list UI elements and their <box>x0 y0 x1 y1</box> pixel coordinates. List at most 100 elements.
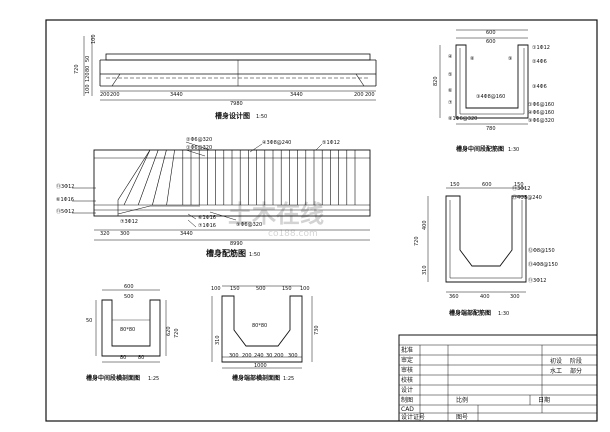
mid-label-8-rebar: ⑧1Φ6@320 <box>448 116 477 122</box>
endx-dim-side-730: 730 <box>314 325 320 335</box>
end-dim-top-150b: 150 <box>514 182 524 188</box>
midx-dim-500: 500 <box>124 294 134 300</box>
endx-dim-top-150b: 150 <box>282 286 292 292</box>
mid-dim-600a: 600 <box>486 30 496 36</box>
tb-stage-b: 阶段 <box>570 358 583 365</box>
mid-label-3: ③4Φ6 <box>532 84 547 90</box>
end-dim-left-720: 720 <box>414 236 420 246</box>
endx-dim-side-310: 310 <box>215 335 221 345</box>
mid-label-3-rebar: ③4Φ8@160 <box>476 94 505 100</box>
rebar-label-7a: ⑦1Φ16 <box>198 223 216 229</box>
tb-row-review: 审核 <box>401 367 414 374</box>
stirrup-line <box>123 149 151 206</box>
tb-part-a: 水工 <box>550 368 563 375</box>
midx-dim-600: 600 <box>124 284 134 290</box>
rebar-label-2: ②Φ6@320 <box>186 137 212 143</box>
endx-dim-b-300a: 300 <box>229 353 239 359</box>
mid-cross-section-title: 槽身中间段横剖面图 <box>86 374 140 382</box>
endx-dim-top-100a: 100 <box>211 286 221 292</box>
mid-dim-600b: 600 <box>486 39 496 45</box>
endx-inner: 80*80 <box>252 323 267 329</box>
mid-dim-780: 780 <box>486 126 496 132</box>
endx-dim-top-150a: 150 <box>230 286 240 292</box>
watermark: 土木在线 co188.com <box>228 200 324 239</box>
dim-b-200b: 200 <box>110 92 120 98</box>
endx-dim-b-200b: 200 <box>274 353 284 359</box>
mid-section-rebar-scale: 1:30 <box>508 147 519 153</box>
mid-cross-section-view: 600 500 50 620 720 80 80 80*80 槽身中间段横剖面图… <box>86 284 180 382</box>
end-cross-section-title: 槽身端部横剖面图 <box>232 374 280 382</box>
trough-rebar-view: ②Φ6@320 ①Φ6@320 ④3Φ8@240 ⑤1Φ12 ⑪3Φ12 ⑥1Φ… <box>56 137 371 258</box>
rebar-label-5: ⑤1Φ12 <box>322 140 340 146</box>
endx-dim-total: 1000 <box>254 363 267 369</box>
watermark-url: co188.com <box>268 229 318 239</box>
end-cross-section-scale: 1:25 <box>283 376 294 382</box>
midx-inner: 80*80 <box>120 327 135 333</box>
dim-v-100a: 100 <box>91 34 97 44</box>
mid-label-2: ②4Φ6 <box>532 59 547 65</box>
mid-cross-section-scale: 1:25 <box>148 376 159 382</box>
rebar-label-6b: ⑥1Φ16 <box>198 215 216 221</box>
end-dim-left-400: 400 <box>422 220 428 230</box>
tb-row-cad: CAD <box>401 406 414 413</box>
endx-dim-b-300b: 300 <box>288 353 298 359</box>
rebar-label-11a: ⑪3Φ12 <box>56 183 74 190</box>
tb-part-b: 部分 <box>570 368 583 375</box>
end-label-12: ⑫Φ8@150 <box>528 247 555 254</box>
end-label-11b: ⑪3Φ12 <box>528 277 546 284</box>
end-dim-top-600: 600 <box>482 182 492 188</box>
rebar-dim-3440: 3440 <box>180 231 193 237</box>
tb-row-design: 设计 <box>401 387 414 394</box>
rebar-dim-8990: 8990 <box>230 241 243 247</box>
mid-label-1: ①1Φ12 <box>532 45 550 51</box>
dim-v-120: 120 <box>85 72 91 82</box>
trough-rebar-title: 槽身配筋图 <box>206 248 246 258</box>
dim-total-7980: 7980 <box>230 101 243 107</box>
tb-row-cert: 设计证号 <box>401 414 426 421</box>
dim-v-80: 80 <box>85 66 91 72</box>
tb-date-label: 日期 <box>538 397 551 404</box>
stirrup-line <box>166 149 175 206</box>
mid-label-4-rebar: ④Φ6@160 <box>528 110 554 116</box>
end-dim-bottom-360: 360 <box>449 294 459 300</box>
mid-label-9: ⑨ <box>508 56 512 62</box>
tb-scale-label: 比例 <box>456 397 469 404</box>
dim-b-200a: 200 <box>100 92 110 98</box>
midx-dim-720: 720 <box>174 328 180 338</box>
trough-design-view: 100 720 50 80 120 100 200 200 3440 3440 … <box>74 34 377 120</box>
dim-v-50: 50 <box>85 56 91 62</box>
end-section-rebar-title: 槽身端部配筋图 <box>449 309 491 317</box>
midx-dim-80b: 80 <box>138 355 144 361</box>
watermark-text: 土木在线 <box>228 200 324 228</box>
dim-b-200c: 200 <box>354 92 364 98</box>
mid-label-8: ⑧ <box>470 56 475 62</box>
trough-design-scale: 1:50 <box>256 114 267 120</box>
end-label-13a: ⑬4Φ8@240 <box>512 194 542 201</box>
rebar-label-11b: ⑪5Φ12 <box>56 208 74 215</box>
mid-label-9-rebar: ⑨Φ6@320 <box>528 118 554 124</box>
tb-stage-a: 初设 <box>550 358 563 365</box>
tb-row-approve: 批准 <box>401 347 414 354</box>
mid-label-5: ⑤ <box>448 72 452 78</box>
dim-v-720: 720 <box>74 64 80 74</box>
tb-row-check: 校核 <box>401 377 414 384</box>
mid-section-rebar-view: 600 600 820 780 ①1Φ12 ②4Φ6 ③4Φ6 ④ ⑤ ⑥ ⑦ … <box>433 29 554 153</box>
midx-dim-620: 620 <box>166 326 172 336</box>
rebar-label-9: ⑨Φ6@320 <box>236 222 262 228</box>
endx-dim-b-30: 30 <box>266 353 272 359</box>
dim-b-3440a: 3440 <box>170 92 183 98</box>
trough-rebar-scale: 1:50 <box>249 252 260 258</box>
rebar-label-1: ①Φ6@320 <box>186 145 212 151</box>
end-dim-bottom-300: 300 <box>510 294 520 300</box>
mid-section-rebar-title: 槽身中间段配筋图 <box>456 145 504 153</box>
drawing-frame <box>45 19 598 422</box>
endx-dim-b-240: 240 <box>254 353 264 359</box>
mid-dim-820: 820 <box>433 76 439 86</box>
rebar-label-7b: ⑦3Φ12 <box>120 219 138 225</box>
mid-label-6: ⑥ <box>448 88 453 94</box>
tb-row-draw: 制图 <box>401 397 414 404</box>
rebar-dim-300: 300 <box>120 231 130 237</box>
title-block <box>398 334 598 422</box>
end-section-rebar-scale: 1:30 <box>498 311 509 317</box>
